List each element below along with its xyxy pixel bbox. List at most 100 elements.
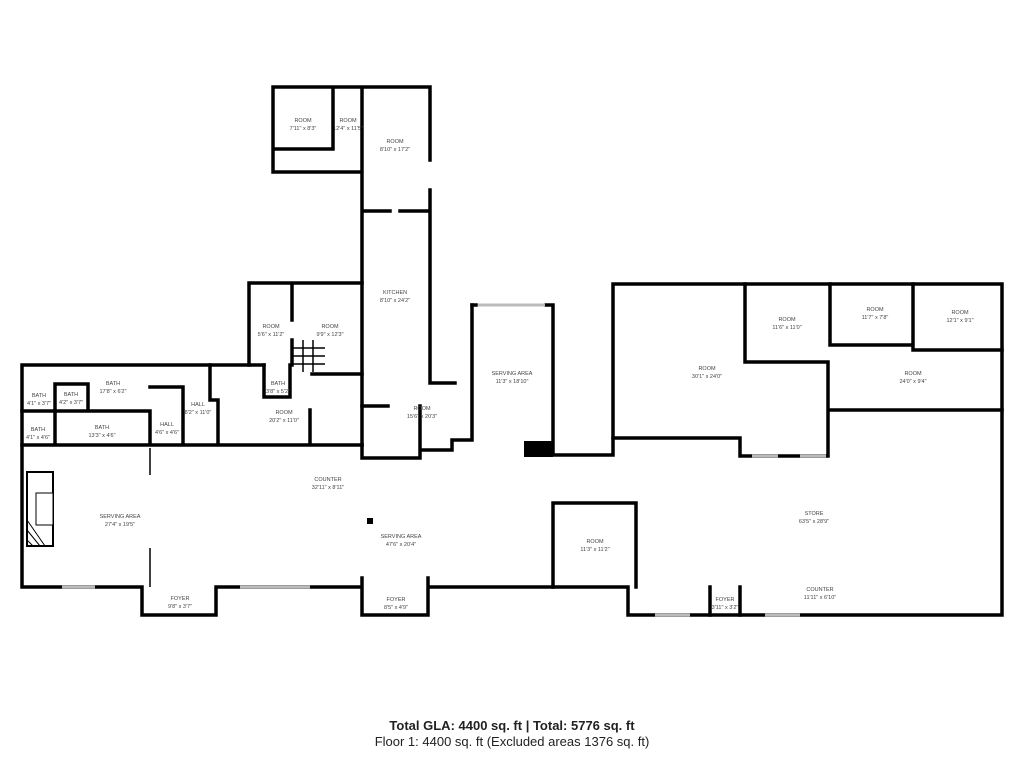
svg-text:HALL: HALL — [160, 422, 174, 428]
svg-text:4'1" x 3'7": 4'1" x 3'7" — [27, 401, 51, 407]
room-label: ROOM 11'3" x 11'2" — [580, 539, 609, 553]
room-label: SERVING AREA 47'6" x 20'4" — [381, 534, 422, 548]
svg-text:ROOM: ROOM — [339, 118, 357, 124]
svg-text:COUNTER: COUNTER — [314, 477, 341, 483]
svg-text:ROOM: ROOM — [275, 410, 293, 416]
svg-text:13'3" x 4'6": 13'3" x 4'6" — [88, 433, 115, 439]
svg-text:SERVING AREA: SERVING AREA — [100, 514, 141, 520]
room-label: FOYER 3'11" x 3'2" — [712, 597, 739, 611]
room-label: BATH 4'1" x 3'7" — [27, 393, 51, 407]
room-label: ROOM 5'6" x 11'2" — [258, 324, 285, 338]
svg-text:4'6" x 4'6": 4'6" x 4'6" — [155, 430, 179, 436]
svg-text:BATH: BATH — [271, 381, 285, 387]
svg-text:ROOM: ROOM — [778, 317, 796, 323]
room-label: BATH 13'3" x 4'6" — [88, 425, 115, 439]
svg-text:COUNTER: COUNTER — [806, 587, 833, 593]
svg-text:ROOM: ROOM — [321, 324, 339, 330]
svg-text:8'2" x 11'0": 8'2" x 11'0" — [185, 410, 212, 416]
svg-text:KITCHEN: KITCHEN — [383, 290, 407, 296]
room-label: SERVING AREA 27'4" x 19'5" — [100, 514, 141, 528]
svg-text:7'11" x 8'3": 7'11" x 8'3" — [290, 126, 317, 132]
room-label: COUNTER 11'11" x 6'10" — [804, 587, 836, 601]
svg-text:ROOM: ROOM — [866, 307, 884, 313]
room-label: ROOM 15'6" x 20'3" — [407, 406, 437, 420]
room-label: HALL 8'2" x 11'0" — [185, 402, 212, 416]
svg-text:24'0" x 9'4": 24'0" x 9'4" — [899, 379, 926, 385]
total-area: Total GLA: 4400 sq. ft | Total: 5776 sq.… — [389, 718, 635, 733]
svg-text:ROOM: ROOM — [294, 118, 312, 124]
svg-text:63'5" x 28'9": 63'5" x 28'9" — [799, 519, 829, 525]
room-label: SERVING AREA 11'3" x 18'10" — [492, 371, 533, 385]
svg-text:11'7" x 7'8": 11'7" x 7'8" — [862, 315, 889, 321]
svg-text:8'5" x 4'9": 8'5" x 4'9" — [384, 605, 408, 611]
svg-text:BATH: BATH — [64, 392, 78, 398]
svg-text:15'6" x 20'3": 15'6" x 20'3" — [407, 414, 437, 420]
room-label: ROOM 30'1" x 24'0" — [692, 366, 722, 380]
svg-text:11'3" x 11'2": 11'3" x 11'2" — [580, 547, 609, 553]
column — [367, 518, 373, 524]
room-label: ROOM 9'9" x 12'3" — [316, 324, 343, 338]
room-label: ROOM 24'0" x 9'4" — [899, 371, 926, 385]
svg-text:STORE: STORE — [805, 511, 824, 517]
svg-text:ROOM: ROOM — [951, 310, 969, 316]
walls — [20, 85, 1004, 617]
svg-text:FOYER: FOYER — [387, 597, 406, 603]
svg-text:ROOM: ROOM — [262, 324, 280, 330]
svg-text:30'1" x 24'0": 30'1" x 24'0" — [692, 374, 722, 380]
svg-text:3'11" x 3'2": 3'11" x 3'2" — [712, 605, 739, 611]
room-label: COUNTER 32'11" x 8'11" — [312, 477, 344, 491]
svg-text:SERVING AREA: SERVING AREA — [492, 371, 533, 377]
svg-text:FOYER: FOYER — [716, 597, 735, 603]
svg-text:11'3" x 18'10": 11'3" x 18'10" — [496, 379, 529, 385]
svg-text:3'8" x 5'2": 3'8" x 5'2" — [266, 389, 290, 395]
svg-text:ROOM: ROOM — [586, 539, 604, 545]
room-label: HALL 4'6" x 4'6" — [155, 422, 179, 436]
room-label: ROOM 8'10" x 17'2" — [380, 139, 410, 153]
room-label: BATH 4'1" x 4'6" — [26, 427, 50, 441]
stairs — [293, 340, 325, 372]
svg-text:9'8" x 3'7": 9'8" x 3'7" — [168, 604, 192, 610]
room-label: ROOM 7'11" x 8'3" — [290, 118, 317, 132]
svg-text:FOYER: FOYER — [171, 596, 190, 602]
svg-text:BATH: BATH — [106, 381, 120, 387]
svg-text:11'6" x 11'0": 11'6" x 11'0" — [772, 325, 801, 331]
room-label: ROOM 12'1" x 9'1" — [946, 310, 973, 324]
svg-text:SERVING AREA: SERVING AREA — [381, 534, 422, 540]
svg-text:BATH: BATH — [31, 427, 45, 433]
fireplace — [26, 471, 54, 547]
svg-text:9'9" x 12'3": 9'9" x 12'3" — [316, 332, 343, 338]
floor-area: Floor 1: 4400 sq. ft (Excluded areas 137… — [374, 734, 650, 749]
svg-text:47'6" x 20'4": 47'6" x 20'4" — [386, 542, 416, 548]
svg-text:ROOM: ROOM — [698, 366, 716, 372]
room-label: BATH 3'8" x 5'2" — [266, 381, 290, 395]
windows — [62, 303, 826, 617]
room-label: STORE 63'5" x 28'9" — [799, 511, 829, 525]
svg-text:27'4" x 19'5": 27'4" x 19'5" — [105, 522, 135, 528]
room-label: FOYER 9'8" x 3'7" — [168, 596, 192, 610]
room-label: ROOM 11'7" x 7'8" — [862, 307, 889, 321]
svg-text:20'2" x 11'0": 20'2" x 11'0" — [269, 418, 299, 424]
svg-text:HALL: HALL — [191, 402, 205, 408]
svg-text:BATH: BATH — [95, 425, 109, 431]
svg-text:BATH: BATH — [32, 393, 46, 399]
svg-text:ROOM: ROOM — [904, 371, 922, 377]
svg-text:12'4" x 11'5": 12'4" x 11'5" — [333, 126, 363, 132]
room-label: KITCHEN 8'10" x 24'2" — [380, 290, 410, 304]
svg-text:12'1" x 9'1": 12'1" x 9'1" — [946, 318, 973, 324]
room-label: BATH 4'2" x 3'7" — [59, 392, 83, 406]
room-label: FOYER 8'5" x 4'9" — [384, 597, 408, 611]
svg-text:5'6" x 11'2": 5'6" x 11'2" — [258, 332, 285, 338]
svg-text:8'10" x 17'2": 8'10" x 17'2" — [380, 147, 410, 153]
svg-text:11'11" x 6'10": 11'11" x 6'10" — [804, 595, 836, 601]
room-label: ROOM 20'2" x 11'0" — [269, 410, 299, 424]
svg-text:32'11" x 8'11": 32'11" x 8'11" — [312, 485, 344, 491]
svg-text:ROOM: ROOM — [386, 139, 404, 145]
svg-text:8'10" x 24'2": 8'10" x 24'2" — [380, 298, 410, 304]
svg-text:4'2" x 3'7": 4'2" x 3'7" — [59, 400, 83, 406]
svg-text:4'1" x 4'6": 4'1" x 4'6" — [26, 435, 50, 441]
room-label: ROOM 12'4" x 11'5" — [333, 118, 363, 132]
svg-text:ROOM: ROOM — [413, 406, 431, 412]
room-label: ROOM 11'6" x 11'0" — [772, 317, 801, 331]
